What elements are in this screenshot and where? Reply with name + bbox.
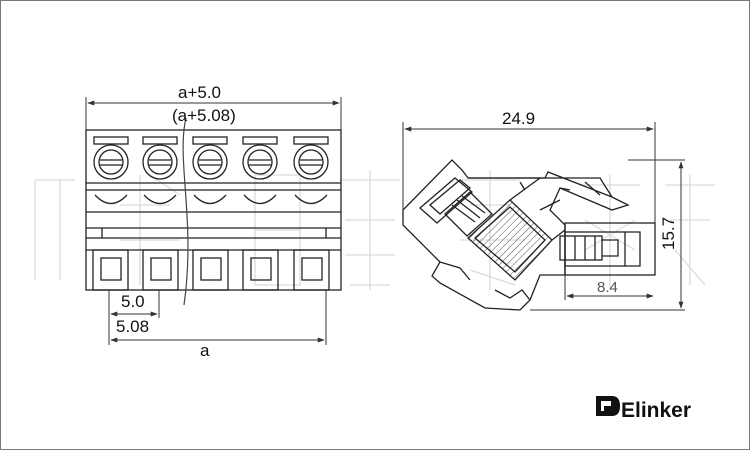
side-screw bbox=[444, 191, 493, 237]
elinker-logo-icon bbox=[596, 396, 620, 416]
dim-a: a bbox=[200, 341, 210, 360]
screw-heads bbox=[93, 144, 329, 180]
dim-total-width: a+5.0 bbox=[178, 83, 221, 102]
side-dimensions bbox=[402, 122, 685, 311]
dim-side-height: 15.7 bbox=[659, 217, 678, 250]
wire-entry-arches bbox=[94, 194, 328, 205]
watermark bbox=[34, 170, 715, 290]
dim-pitch: 5.0 bbox=[121, 292, 145, 311]
screw-head bbox=[142, 144, 178, 180]
screw-head bbox=[93, 144, 129, 180]
brand-name: Elinker bbox=[621, 399, 691, 422]
dim-pitch-alt: 5.08 bbox=[116, 317, 149, 336]
break-line bbox=[182, 117, 189, 306]
screw-head bbox=[293, 144, 329, 180]
front-dimensions bbox=[85, 97, 342, 345]
watermark-glyph-icon bbox=[34, 170, 715, 290]
brand-logo: Elinker bbox=[596, 396, 691, 422]
front-view bbox=[85, 129, 342, 291]
screw-head bbox=[192, 144, 228, 180]
screw-head bbox=[242, 144, 278, 180]
wire-slots bbox=[93, 136, 329, 145]
side-view bbox=[402, 159, 656, 311]
dim-side-width: 24.9 bbox=[502, 109, 535, 128]
latch-arm bbox=[468, 177, 613, 198]
dim-pin-length: 8.4 bbox=[597, 279, 618, 296]
pin-pockets bbox=[92, 249, 330, 291]
dim-total-width-alt: (a+5.08) bbox=[172, 106, 236, 125]
